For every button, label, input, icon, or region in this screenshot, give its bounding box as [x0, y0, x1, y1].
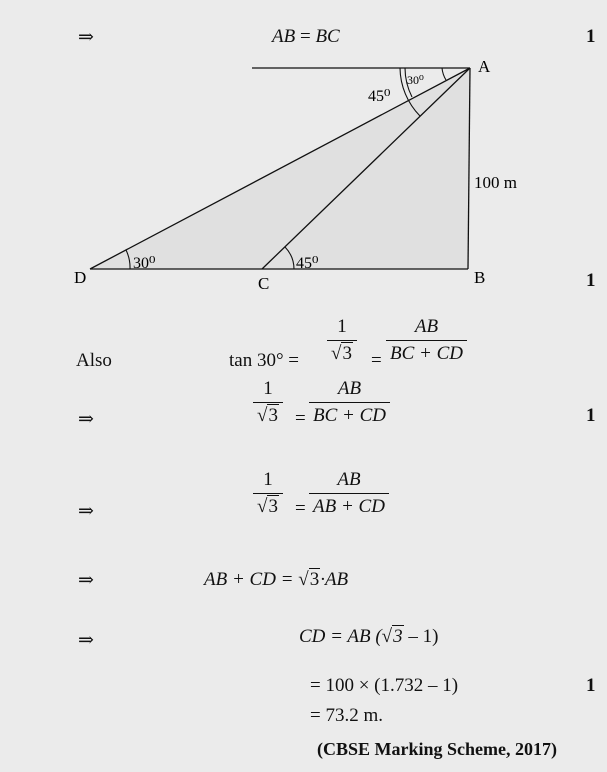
rest: – 1)	[403, 626, 439, 647]
result-step7: = 73.2 m.	[310, 705, 383, 726]
fraction-ab-over-ab-cd: AB AB + CD	[309, 469, 389, 518]
equation-step4: AB + CD = √3·AB	[204, 568, 349, 590]
mark-1: 1	[586, 26, 596, 47]
sqrt-value: 3	[308, 568, 321, 590]
angle-arc-a-45	[399, 67, 421, 117]
tan30-lhs: tan 30° =	[229, 350, 300, 371]
eq: =	[299, 26, 311, 47]
vertex-b-label: B	[474, 268, 485, 287]
line-ad	[89, 67, 471, 270]
mark-step6: 1	[586, 675, 596, 696]
denominator: BC + CD	[309, 402, 390, 427]
angle-arc-a-30	[404, 67, 413, 98]
fraction-1-over-root3: 1 √3	[253, 469, 283, 518]
numerator: AB	[337, 469, 361, 490]
lhs: AB	[272, 26, 296, 47]
numerator: 1	[337, 316, 347, 337]
rhs: ·AB	[320, 569, 349, 590]
equation-step5: CD = AB (√3 – 1)	[299, 625, 439, 647]
height-label: 100 m	[474, 173, 517, 192]
denominator: √3	[327, 340, 357, 365]
angle-c-label: 45⁰	[296, 255, 318, 272]
sqrt-value: 3	[392, 625, 404, 647]
equals: =	[371, 350, 382, 371]
numerator: 1	[263, 378, 273, 399]
equation-ab-eq-bc: AB = BC	[272, 26, 340, 48]
rhs: BC	[315, 26, 340, 47]
angle-arc-d	[125, 249, 131, 270]
implies-arrow: ⇒	[78, 501, 94, 522]
angle-d-label: 30⁰	[133, 255, 155, 272]
equals: =	[295, 408, 306, 429]
fraction-ab-over-bc-cd: AB BC + CD	[386, 316, 467, 365]
vertex-a-label: A	[478, 57, 491, 76]
angle-a-30-label: 30⁰	[407, 73, 424, 87]
numerator: AB	[337, 378, 362, 399]
implies-arrow: ⇒	[78, 409, 94, 430]
angle-arc-c	[284, 246, 295, 270]
calc-step6: = 100 × (1.732 – 1)	[310, 675, 459, 696]
implies-arrow: ⇒	[78, 630, 94, 651]
also-label: Also	[76, 350, 112, 371]
numerator: 1	[263, 469, 273, 490]
source-citation: (CBSE Marking Scheme, 2017)	[317, 739, 557, 759]
implies-arrow: ⇒	[78, 27, 94, 48]
mark-step2: 1	[586, 405, 596, 426]
lhs: CD = AB	[299, 626, 371, 647]
denominator: BC + CD	[386, 340, 467, 365]
angle-arc-a-inner	[441, 67, 447, 81]
vertex-d-label: D	[74, 268, 86, 287]
vertex-c-label: C	[258, 274, 269, 293]
paren: (	[375, 626, 382, 647]
denominator: √3	[253, 493, 283, 518]
line-ac	[261, 67, 471, 270]
fraction-1-over-root3: 1 √3	[327, 316, 357, 365]
fraction-ab-over-bc-cd: AB BC + CD	[309, 378, 390, 427]
line-ab	[467, 67, 471, 270]
denominator: √3	[253, 402, 283, 427]
lhs: AB + CD =	[204, 569, 294, 590]
denominator: AB + CD	[309, 493, 389, 518]
fraction-1-over-root3: 1 √3	[253, 378, 283, 427]
equals: =	[295, 498, 306, 519]
mark-diagram: 1	[586, 270, 596, 291]
numerator: AB	[414, 316, 439, 337]
implies-arrow: ⇒	[78, 570, 94, 591]
angle-a-45-label: 45⁰	[368, 88, 390, 105]
triangle-diagram: A B C D 100 m 30⁰ 45⁰ 30⁰ 45⁰	[74, 57, 517, 293]
